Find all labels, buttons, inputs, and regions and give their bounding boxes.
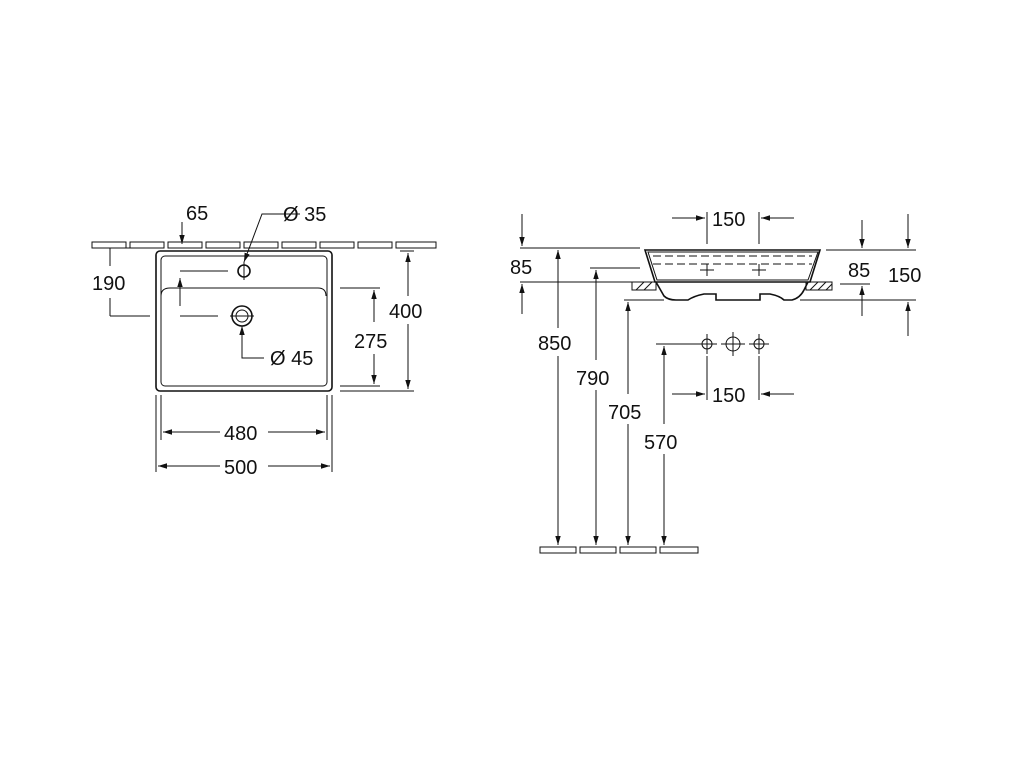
dim-top-tap-spacing: 150: [712, 209, 745, 231]
dim-rim-right: 85: [848, 260, 870, 282]
dim-wall-mount: 790: [576, 368, 609, 390]
floor-strip: [539, 546, 699, 554]
dim-tap-depth: 190: [92, 273, 125, 295]
dim-rim-left: 85: [510, 257, 532, 279]
plan-view: 65 Ø 35 190 Ø 45 275 400 480: [91, 203, 437, 479]
dim-width: 500: [224, 457, 257, 479]
dim-waste-height: 705: [608, 402, 641, 424]
dim-depth: 400: [389, 301, 422, 323]
dim-inner-width: 480: [224, 423, 257, 445]
dim-height: 150: [888, 265, 921, 287]
dim-supply-spacing: 150: [712, 385, 745, 407]
supply-connections: [697, 332, 769, 356]
tap-hole: [180, 262, 251, 280]
dim-inner-depth: 275: [354, 331, 387, 353]
wall-strip: [91, 241, 437, 249]
dim-tap-offset: 65: [186, 203, 208, 225]
dim-tap-hole: Ø 35: [283, 204, 326, 226]
dim-supply-height: 570: [644, 432, 677, 454]
basin-outline: [155, 250, 333, 392]
dim-rim-height: 850: [538, 333, 571, 355]
waste-hole: [180, 305, 254, 327]
dim-waste-hole: Ø 45: [270, 348, 313, 370]
basin-side: [631, 249, 833, 301]
side-view: 150 85 85 150 850 790: [510, 209, 921, 554]
